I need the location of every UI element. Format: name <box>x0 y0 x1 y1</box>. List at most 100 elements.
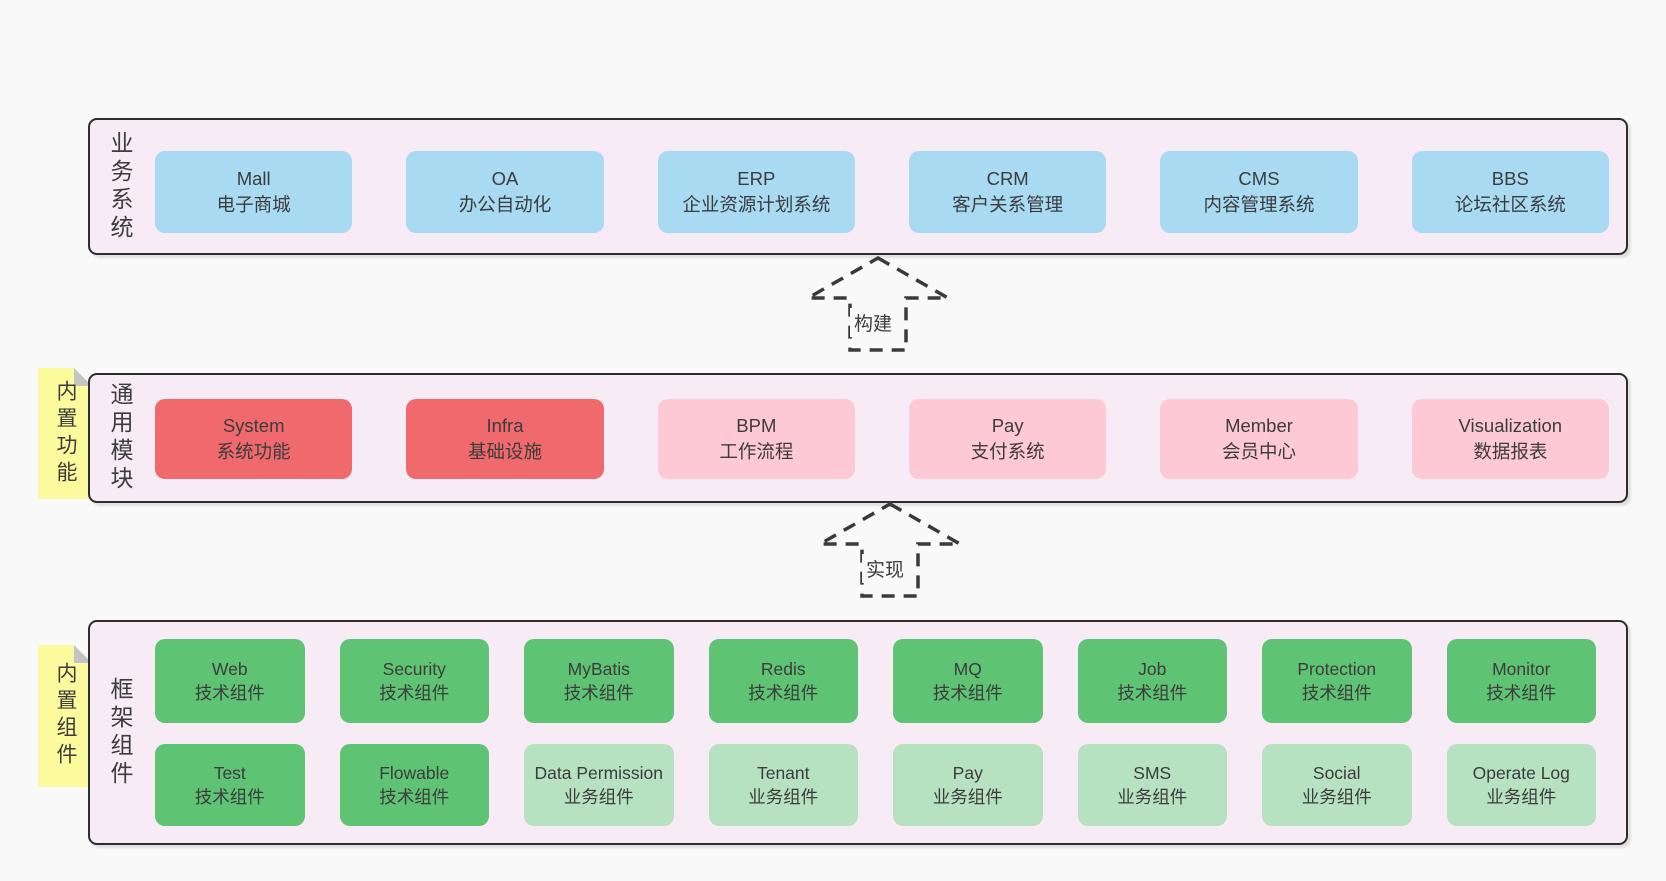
framework-components-row-2: Test 技术组件 Flowable 技术组件 Data Permission … <box>155 744 1596 826</box>
sticky-label: 内置组件 <box>54 662 77 770</box>
box-title: Operate Log <box>1472 763 1570 783</box>
common-modules-row: System 系统功能 Infra 基础设施 BPM 工作流程 Pay 支付系统… <box>155 399 1609 479</box>
box-member: Member 会员中心 <box>1160 399 1358 479</box>
box-pay: Pay 支付系统 <box>908 399 1107 479</box>
box-protection: Protection 技术组件 <box>1262 639 1412 723</box>
box-title: Test <box>213 763 246 783</box>
box-title: Data Permission <box>534 763 663 783</box>
box-bpm: BPM 工作流程 <box>657 399 855 479</box>
box-subtitle: 技术组件 <box>1117 683 1188 703</box>
box-title: Security <box>382 659 446 679</box>
box-subtitle: 业务组件 <box>1486 787 1557 807</box>
box-title: Member <box>1225 415 1293 436</box>
sticky-note-built-in-features: 内置功能 <box>38 368 92 499</box>
box-subtitle: 论坛社区系统 <box>1454 194 1566 215</box>
box-sms: SMS 业务组件 <box>1077 744 1227 826</box>
box-title: ERP <box>737 168 776 189</box>
implement-arrow-label: 实现 <box>862 554 909 583</box>
box-title: Visualization <box>1458 415 1563 436</box>
box-subtitle: 技术组件 <box>194 787 265 807</box>
box-erp: ERP 企业资源计划系统 <box>657 151 855 233</box>
box-subtitle: 技术组件 <box>563 683 634 703</box>
box-pay-biz: Pay 业务组件 <box>893 744 1043 826</box>
box-security: Security 技术组件 <box>339 639 489 723</box>
box-title: BPM <box>736 415 777 436</box>
box-title: Job <box>1138 659 1167 679</box>
sticky-label: 内置功能 <box>54 379 77 488</box>
framework-components-row-1: Web 技术组件 Security 技术组件 MyBatis 技术组件 Redi… <box>155 639 1596 723</box>
box-subtitle: 技术组件 <box>194 683 265 703</box>
box-title: OA <box>491 168 519 189</box>
box-subtitle: 客户关系管理 <box>952 194 1064 215</box>
box-mybatis: MyBatis 技术组件 <box>524 639 674 723</box>
box-bbs: BBS 论坛社区系统 <box>1411 151 1609 233</box>
box-cms: CMS 内容管理系统 <box>1160 151 1358 233</box>
box-subtitle: 技术组件 <box>379 787 450 807</box>
box-title: Mall <box>236 168 271 189</box>
box-title: MyBatis <box>567 659 630 679</box>
section-common-modules: 通用模块 System 系统功能 Infra 基础设施 BPM 工作流程 Pay… <box>88 373 1628 503</box>
section-label: 业务系统 <box>107 130 133 243</box>
box-mq: MQ 技术组件 <box>893 639 1043 723</box>
box-subtitle: 技术组件 <box>748 683 819 703</box>
box-visualization: Visualization 数据报表 <box>1411 399 1609 479</box>
box-flowable: Flowable 技术组件 <box>339 744 489 826</box>
box-subtitle: 业务组件 <box>1301 787 1372 807</box>
build-arrow <box>801 255 955 352</box>
box-subtitle: 系统功能 <box>216 441 291 462</box>
box-subtitle: 技术组件 <box>379 683 450 703</box>
box-title: BBS <box>1491 168 1529 189</box>
box-title: Monitor <box>1492 659 1551 679</box>
up-arrow-outline <box>801 255 955 352</box>
section-label: 通用模块 <box>107 382 133 494</box>
box-job: Job 技术组件 <box>1077 639 1227 723</box>
box-subtitle: 会员中心 <box>1221 441 1296 462</box>
section-framework-components: 框架组件 Web 技术组件 Security 技术组件 MyBatis 技术组件… <box>88 620 1628 845</box>
box-title: CMS <box>1238 168 1280 189</box>
box-subtitle: 企业资源计划系统 <box>682 194 831 215</box>
box-infra: Infra 基础设施 <box>406 399 604 479</box>
box-subtitle: 工作流程 <box>719 441 794 462</box>
box-subtitle: 技术组件 <box>932 683 1003 703</box>
box-title: MQ <box>953 659 982 679</box>
box-subtitle: 业务组件 <box>563 787 634 807</box>
box-subtitle: 技术组件 <box>1301 683 1372 703</box>
box-subtitle: 业务组件 <box>932 787 1003 807</box>
box-redis: Redis 技术组件 <box>708 639 858 723</box>
box-title: Social <box>1312 763 1361 783</box>
box-subtitle: 基础设施 <box>467 441 542 462</box>
box-data-permission: Data Permission 业务组件 <box>524 744 674 826</box>
box-title: Pay <box>991 415 1024 436</box>
box-subtitle: 技术组件 <box>1486 683 1557 703</box>
box-title: Redis <box>760 659 806 679</box>
box-title: Flowable <box>379 763 450 783</box>
build-arrow-label: 构建 <box>850 308 897 337</box>
box-title: Pay <box>952 763 983 783</box>
box-oa: OA 办公自动化 <box>406 151 604 233</box>
box-monitor: Monitor 技术组件 <box>1446 639 1596 723</box>
box-subtitle: 业务组件 <box>1117 787 1188 807</box>
box-test: Test 技术组件 <box>155 744 305 826</box>
box-subtitle: 办公自动化 <box>458 194 552 215</box>
box-system: System 系统功能 <box>155 399 353 479</box>
box-title: Web <box>211 659 248 679</box>
box-web: Web 技术组件 <box>155 639 305 723</box>
box-subtitle: 数据报表 <box>1473 441 1548 462</box>
box-subtitle: 电子商城 <box>216 194 291 215</box>
up-arrow-outline <box>813 501 967 598</box>
box-title: Tenant <box>756 763 810 783</box>
box-title: SMS <box>1133 763 1172 783</box>
box-social: Social 业务组件 <box>1262 744 1412 826</box>
box-title: Protection <box>1297 659 1377 679</box>
box-mall: Mall 电子商城 <box>155 151 353 233</box>
implement-arrow <box>813 501 967 598</box>
section-business-systems: 业务系统 Mall 电子商城 OA 办公自动化 ERP 企业资源计划系统 CRM… <box>88 118 1628 255</box>
box-title: Infra <box>486 415 524 436</box>
box-crm: CRM 客户关系管理 <box>908 151 1107 233</box>
business-systems-row: Mall 电子商城 OA 办公自动化 ERP 企业资源计划系统 CRM 客户关系… <box>155 151 1609 233</box>
box-operate-log: Operate Log 业务组件 <box>1446 744 1596 826</box>
box-title: CRM <box>986 168 1029 189</box>
box-tenant: Tenant 业务组件 <box>708 744 858 826</box>
box-title: System <box>222 415 285 436</box>
